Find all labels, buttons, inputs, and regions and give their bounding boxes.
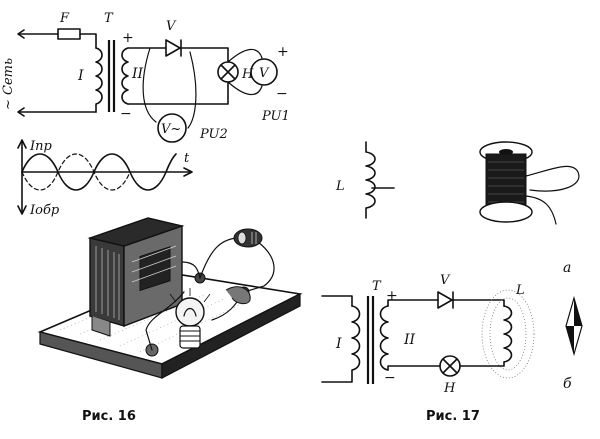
wire-diode-to-lamp (180, 47, 229, 63)
pu2-label: PU2 (199, 127, 228, 142)
fig17-caption: Рис. 17 (426, 409, 480, 424)
lamp-glow-rays (169, 288, 211, 303)
compass-needle-dark-lower (566, 326, 574, 354)
lamp-socket-threads (180, 330, 200, 342)
fig17-diode-symbol (437, 291, 453, 309)
fig17-schematic: I T II + − V L H (321, 273, 535, 396)
fig17-wire-to-coil (452, 299, 505, 307)
fig16-caption: Рис. 16 (82, 409, 136, 424)
transformer-top (87, 217, 185, 247)
device-wire-2 (199, 237, 237, 279)
device-wire-4 (145, 291, 185, 351)
primary-label: I (77, 68, 84, 84)
spool-lead-1 (525, 165, 580, 192)
secondary-winding (121, 47, 129, 105)
device-wire-1 (181, 261, 201, 279)
fig16-waveform: Iпр Iобр t (17, 139, 193, 218)
transformer-lamination-lines (95, 246, 120, 320)
label-a: а (563, 260, 571, 276)
graph-y-arrow-down (17, 205, 27, 215)
fig17-secondary-winding (379, 305, 389, 371)
device-lamp-filament (183, 307, 197, 317)
label-i-forward: Iпр (29, 139, 53, 154)
fig17-coil-symbol: L (335, 141, 395, 219)
fig17-lamp-label: H (443, 381, 456, 396)
transformer-label: T (104, 11, 114, 26)
compass-needle-dark-half (574, 298, 582, 326)
fuse-label: F (59, 11, 70, 26)
device-lamp-socket (179, 325, 201, 349)
spool-lead-2 (525, 195, 557, 225)
transformer-coil-window (139, 246, 171, 292)
coil-turns (131, 245, 177, 283)
primary-winding (95, 47, 103, 113)
mains-arrow-bottom (17, 107, 25, 117)
device-clip (225, 286, 251, 305)
voltmeter-pu1 (250, 58, 278, 86)
fig17-minus: − (384, 370, 396, 386)
spool-bottom-flange (479, 201, 533, 223)
fig17-inductor (503, 305, 513, 363)
label-b: б (563, 376, 572, 392)
fig17-spool-drawing (479, 141, 580, 225)
plus-sign: + (122, 30, 134, 46)
fig17-primary-label: I (335, 336, 342, 352)
inductor-symbol (365, 141, 376, 219)
voltmeter-pu1-symbol: V (259, 66, 270, 81)
fig16-device-illustration: Рис. 16 (37, 217, 303, 424)
device-diode-bands (251, 232, 257, 244)
voltmeter-pu2 (157, 113, 187, 143)
spool-wire-turns (488, 161, 524, 203)
diode-symbol (165, 39, 181, 57)
fig17-primary-winding (321, 305, 361, 383)
mains-label: ~ Сеть (1, 58, 16, 110)
diode-label: V (166, 19, 177, 34)
fig17-diode-label: V (440, 273, 451, 288)
device-wire-3 (243, 241, 275, 293)
magnetic-field-inner (489, 297, 527, 371)
device-diode-end (237, 231, 247, 245)
fig17-compass-needle: а б (563, 260, 583, 392)
magnetic-field-outer (481, 289, 535, 379)
fig17-primary-top-wire (321, 295, 353, 307)
fig17-plus: + (386, 288, 398, 304)
wire-lamp-return (127, 81, 229, 105)
fig16-schematic: F T ~ Сеть I II + − V H V + − PU1 (1, 11, 290, 143)
pu1-label: PU1 (261, 109, 290, 124)
secondary-label: II (131, 66, 144, 82)
fig17-coil-label: L (515, 283, 525, 298)
pu1-minus: − (276, 86, 288, 102)
fig17-lamp-cross (442, 358, 458, 374)
fig17-secondary-label: II (403, 332, 416, 348)
transformer-bracket (91, 316, 111, 337)
fuse-to-primary-wire (79, 33, 97, 49)
pu2-lead-right (187, 51, 197, 129)
pu1-lead-bottom (227, 81, 263, 96)
lamp-cross (220, 64, 236, 80)
fig17-wire-lamp-return (387, 365, 441, 371)
base-board-side (161, 293, 301, 379)
device-lamp-bulb (175, 297, 205, 327)
pu2-lead-left (142, 47, 157, 123)
voltmeter-pu2-symbol: V~ (161, 122, 181, 137)
coil-label-top: L (335, 179, 345, 194)
pu1-plus: + (277, 44, 289, 60)
graph-x-arrow (183, 167, 193, 177)
pu1-lead-top (227, 48, 263, 63)
fig17-wire-coil-to-lamp (459, 361, 505, 367)
fig17-wire-to-diode (387, 299, 439, 307)
minus-sign: − (120, 106, 132, 122)
mains-arrow-top (17, 29, 25, 39)
sine-wave-solid (21, 153, 177, 191)
spool-winding (485, 153, 527, 211)
graph-y-arrow-up (17, 139, 27, 149)
label-i-reverse: Iобр (29, 203, 60, 218)
sine-wave-dashed (21, 153, 131, 191)
label-time: t (184, 151, 190, 166)
fuse-symbol (57, 28, 81, 40)
fig17-transformer-label: T (372, 279, 382, 294)
